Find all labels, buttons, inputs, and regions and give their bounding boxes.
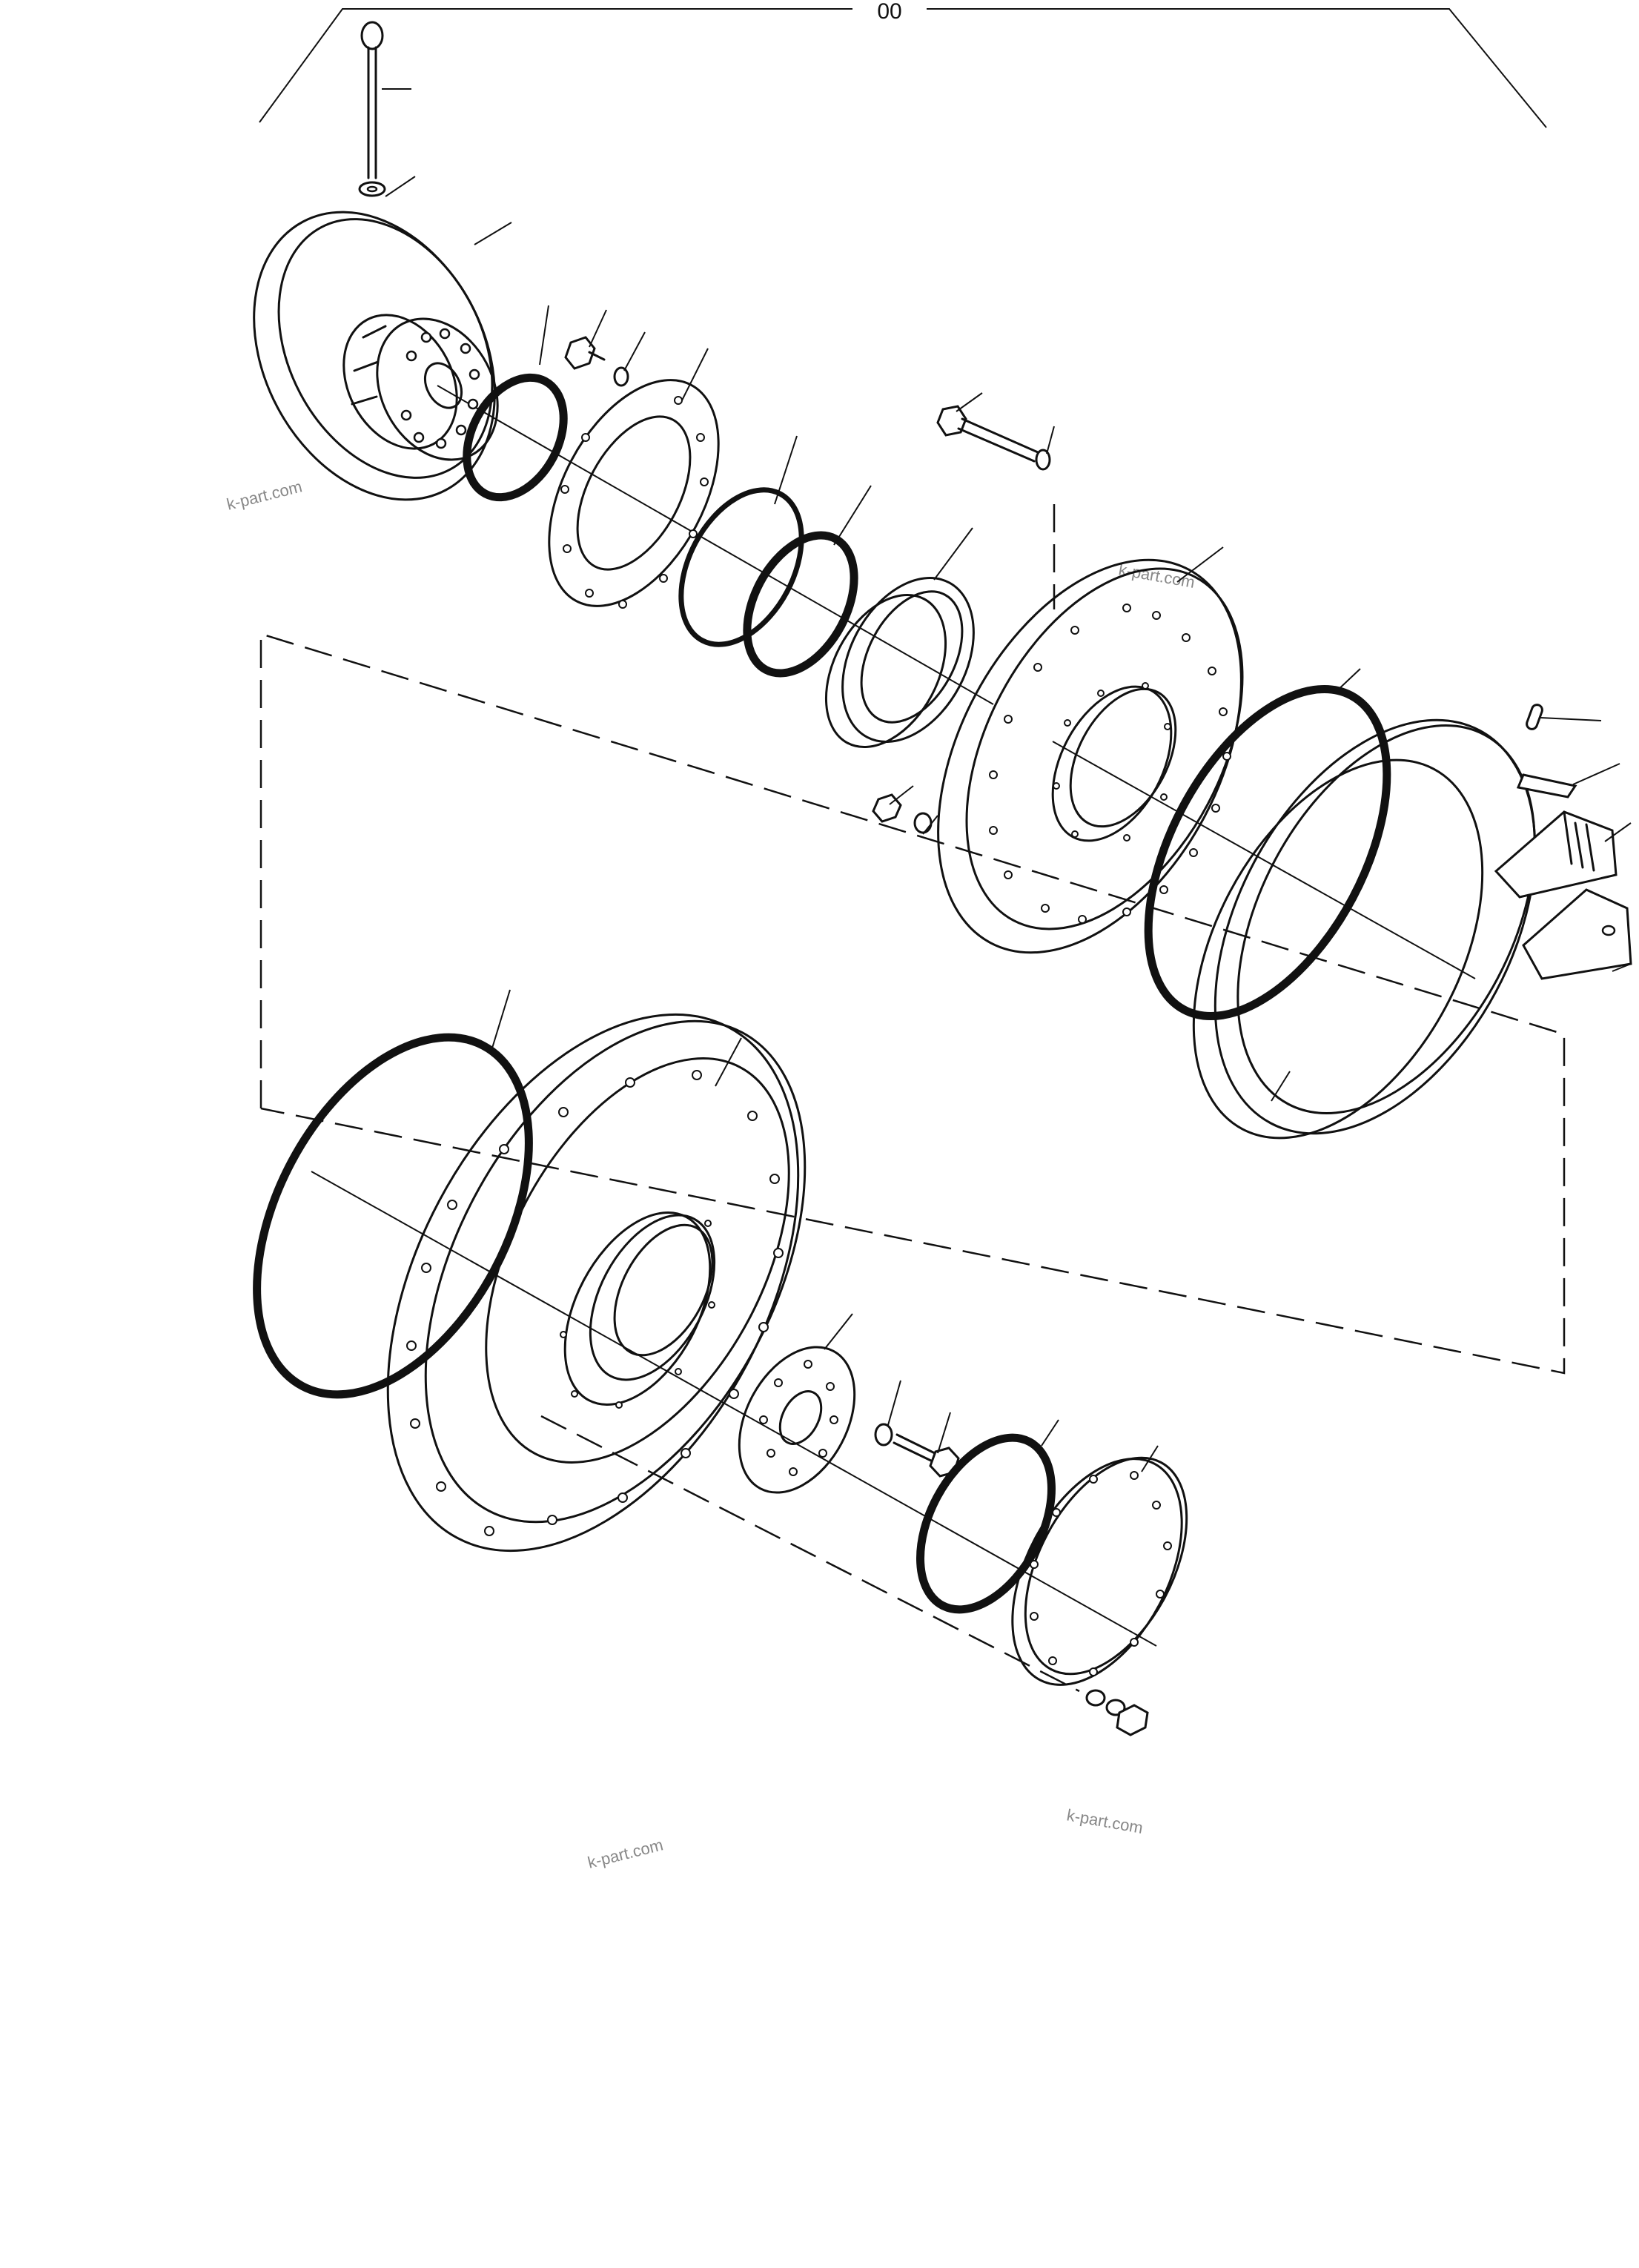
small-bolt xyxy=(564,336,629,387)
housing-ring xyxy=(1192,718,1537,1140)
long-bolt xyxy=(936,405,1051,471)
group-code: 00 xyxy=(877,0,901,24)
pin-bolt xyxy=(358,21,386,197)
watermark-1: k-part.com xyxy=(225,477,304,513)
watermark-3: k-part.com xyxy=(1065,1805,1145,1837)
bottom-bolt xyxy=(1085,1689,1149,1736)
axis-lines xyxy=(311,385,1476,1647)
hub-disc xyxy=(253,211,499,501)
plate-washer xyxy=(738,1346,856,1494)
large-snap-ring xyxy=(1144,684,1391,1021)
lower-snap-ring xyxy=(253,1033,533,1399)
cover-bolt xyxy=(893,1433,960,1478)
o-ring xyxy=(743,531,858,678)
side-bolt xyxy=(872,793,933,834)
title-bracket: 00 xyxy=(259,0,1547,128)
main-housing xyxy=(386,1013,807,1553)
cover-o-ring xyxy=(916,1433,1056,1614)
assembly-dashed-frame xyxy=(259,504,1566,1693)
washer xyxy=(874,1423,893,1447)
snap-ring xyxy=(463,373,568,502)
pin xyxy=(1526,704,1543,730)
flange-disc xyxy=(937,558,1244,954)
snap-ring-large xyxy=(678,487,804,647)
leader-lines xyxy=(382,88,1632,1472)
friction-block xyxy=(1494,810,1618,899)
seal-bushing xyxy=(824,577,975,749)
plate xyxy=(1516,773,1577,799)
watermark-4: k-part.com xyxy=(586,1835,665,1871)
bracket xyxy=(1522,888,1632,980)
end-cover xyxy=(1011,1456,1188,1686)
retainer-plate xyxy=(548,379,720,609)
